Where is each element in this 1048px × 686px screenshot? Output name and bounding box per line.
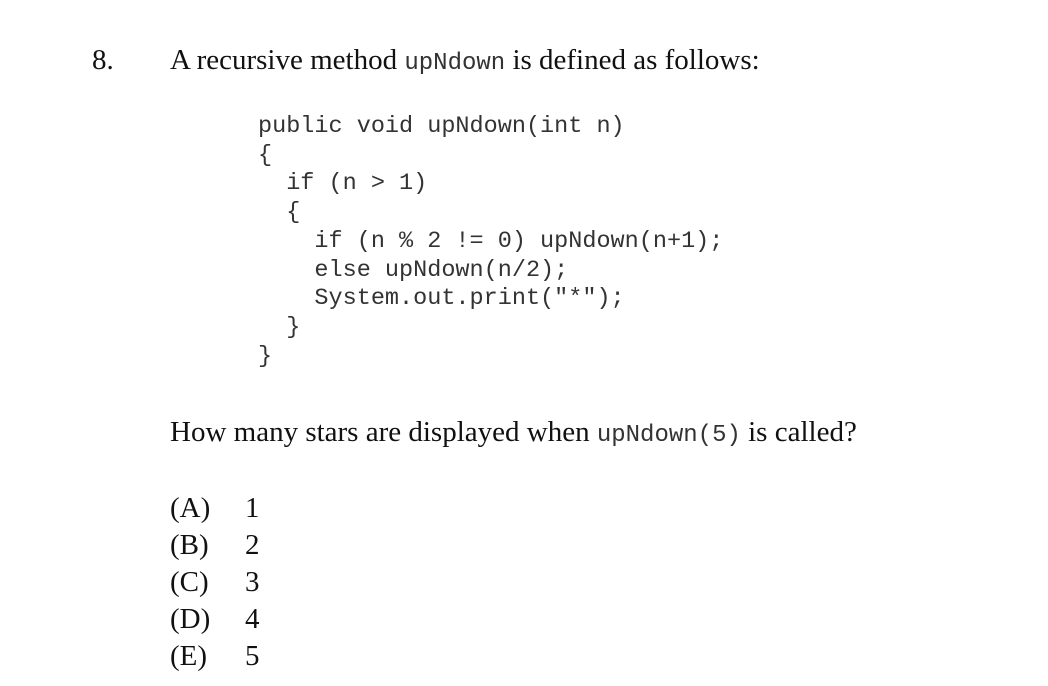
choice-value: 2	[245, 529, 260, 561]
choice-letter: (D)	[170, 603, 211, 635]
choice-e: (E) 5	[170, 638, 260, 675]
code-line: else upNdown(n/2);	[258, 256, 569, 284]
choice-a: (A) 1	[170, 490, 260, 527]
choice-d: (D) 4	[170, 601, 260, 638]
choice-letter: (E)	[170, 640, 208, 672]
choice-c: (C) 3	[170, 564, 260, 601]
code-line: if (n % 2 != 0) upNdown(n+1);	[258, 227, 724, 255]
choice-letter: (B)	[170, 529, 209, 561]
prompt-method-call: upNdown(5)	[596, 422, 741, 449]
choice-letter: (A)	[170, 492, 211, 524]
choice-value: 4	[245, 603, 260, 635]
code-line: }	[258, 342, 273, 370]
code-block: public void upNdown(int n){ if (n > 1) {…	[258, 113, 723, 371]
prompt-text-after: is called?	[740, 416, 857, 448]
question-number: 8.	[92, 44, 114, 76]
prompt-text-before: How many stars are displayed when	[170, 416, 597, 448]
choice-value: 3	[245, 566, 260, 598]
choice-letter: (C)	[170, 566, 209, 598]
stem-text-after: is defined as follows:	[505, 44, 760, 76]
answer-choices: (A) 1 (B) 2 (C) 3 (D) 4 (E) 5	[170, 490, 260, 675]
choice-value: 1	[245, 492, 260, 524]
code-line: {	[258, 199, 301, 227]
question-stem: A recursive method upNdown is defined as…	[170, 42, 760, 82]
code-line: if (n > 1)	[258, 170, 428, 198]
stem-method-name: upNdown	[404, 50, 506, 77]
choice-b: (B) 2	[170, 527, 260, 564]
code-line: public void upNdown(int n)	[258, 113, 625, 140]
code-line: System.out.print("*");	[258, 285, 625, 313]
code-line: }	[258, 313, 301, 341]
question-prompt: How many stars are displayed when upNdow…	[170, 414, 857, 454]
choice-value: 5	[245, 640, 260, 672]
stem-text-before: A recursive method	[170, 44, 405, 76]
code-line: {	[258, 141, 273, 169]
